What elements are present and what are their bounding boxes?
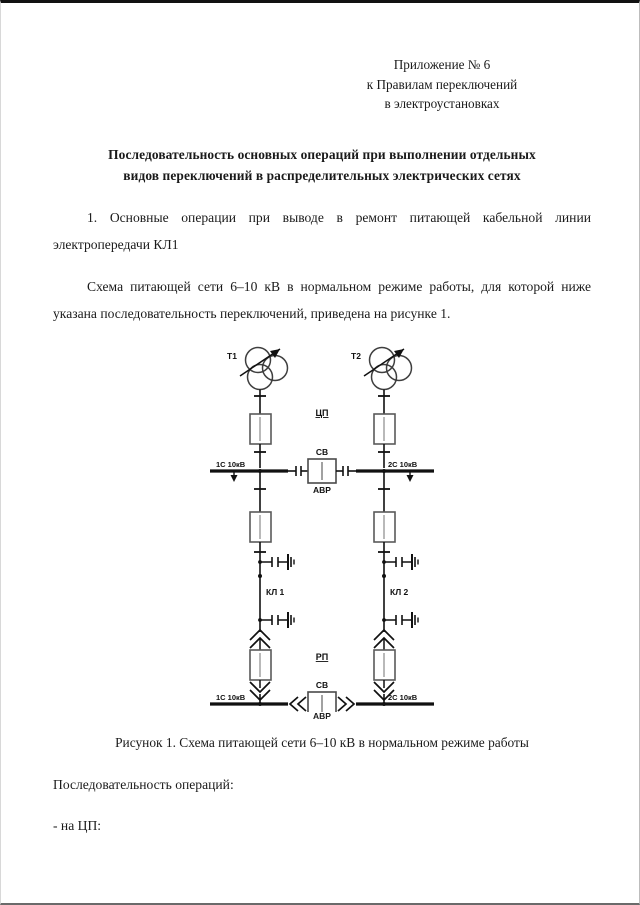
cp-bus-2-label: 2С 10кВ [388,460,418,469]
cp-bus-1-load-feeder [230,470,238,482]
figure-container: T1 T2 [53,344,591,712]
page-content: Приложение № 6 к Правилам переключений в… [53,3,591,839]
transformer-t1-symbol [239,346,289,390]
tail-line-1: Последовательность операций: [53,776,234,792]
title-line-2: видов переключений в распределительных э… [123,167,521,183]
rp-earthing-switch-kl1 [258,611,295,628]
paragraph-2: Схема питающей сети 6–10 кВ в нормальном… [53,278,591,322]
paragraph-1: 1. Основные операции при выводе в ремонт… [53,209,591,253]
figure-caption: Рисунок 1. Схема питающей сети 6–10 кВ в… [115,734,529,750]
transformer-t1-label: T1 [227,351,237,361]
rp-line-cell-kl1 [249,628,272,704]
header-line-2: к Правилам переключений [366,76,518,92]
rp-earthing-switch-kl2 [382,611,419,628]
cable-line-kl1-label: КЛ 1 [266,587,285,597]
page-title: Последовательность основных операций при… [53,144,591,186]
title-line-1: Последовательность основных операций при… [108,146,536,162]
rp-tie-label-top: СВ [316,680,328,690]
rp-section-tie-breaker [288,690,356,712]
document-tail: Последовательность операций: - на ЦП: [53,771,591,839]
cp-earthing-switch-kl2 [382,553,419,570]
header-line-3: в электроустановках [384,96,500,112]
transformer-t2-symbol [363,346,413,390]
header-line-1: Приложение № 6 [393,57,491,72]
cp-section-tie-breaker [288,457,356,484]
cp-tie-label-bottom: АВР [313,485,331,495]
cp-bus-1-label: 1С 10кВ [216,460,246,469]
rp-tie-label-bottom: АВР [313,710,331,721]
cp-tie-label-top: СВ [316,447,328,457]
rp-bus-1-label: 1С 10кВ [216,693,246,702]
rp-substation-label: РП [316,652,328,662]
cp-bus-2-load-feeder [406,470,414,482]
transformer-t2-label: T2 [351,351,361,361]
cp-earthing-switch-kl1 [258,553,295,570]
cable-line-kl2-label: КЛ 2 [390,587,409,597]
tail-line-2: - на ЦП: [53,817,102,833]
document-header: Приложение № 6 к Правилам переключений в… [53,55,591,114]
rp-bus-2-label: 2С 10кВ [388,693,418,702]
cp-substation-label: ЦП [315,408,328,418]
power-network-diagram: T1 T2 [210,346,434,712]
